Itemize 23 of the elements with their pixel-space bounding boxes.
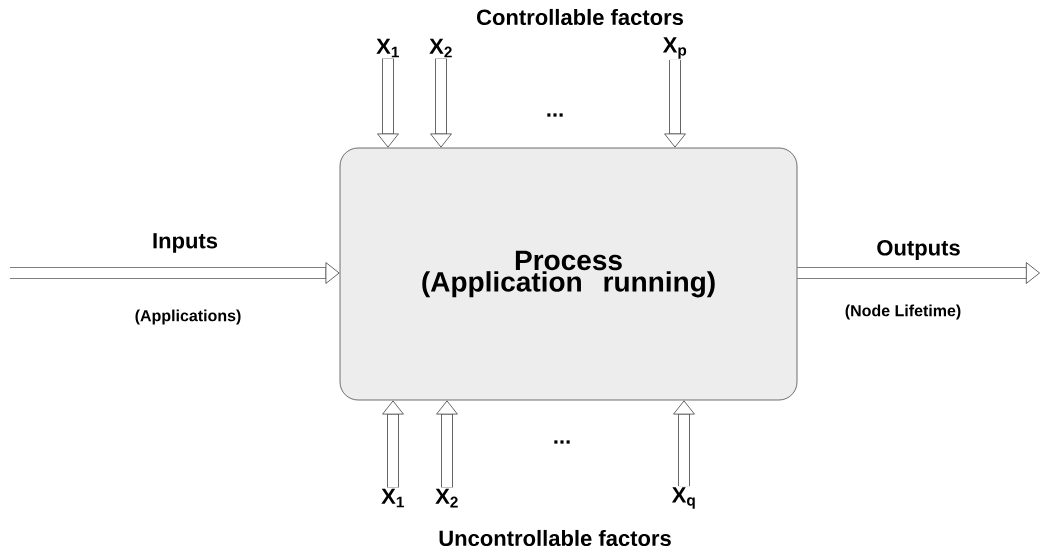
factor-label: X$_{p}$: [662, 37, 687, 59]
note-text: (Applications): [135, 309, 241, 325]
ellipsis-text: ...: [554, 440, 570, 444]
heading-text: Controllable factors: [477, 8, 683, 26]
factor-label: X$_{2}$: [429, 38, 452, 58]
block-arrow: [382, 400, 404, 488]
factor-label: X$_{q}$: [671, 487, 695, 509]
block-arrow: [10, 262, 340, 284]
block-arrow: [377, 58, 399, 148]
edge-label: Inputs: [153, 233, 218, 253]
note-text: (Node Lifetime): [845, 304, 961, 320]
factor-label: X$_{1}$: [376, 38, 399, 58]
block-arrow: [436, 400, 458, 488]
edge-label: Outputs: [877, 240, 960, 260]
ellipsis-text: ...: [547, 113, 563, 117]
factor-label: X$_{2}$: [435, 488, 458, 508]
heading-text: Uncontrollable factors: [439, 529, 671, 547]
block-arrow: [430, 58, 452, 148]
block-arrow: [664, 59, 686, 148]
block-arrow: [673, 400, 695, 487]
block-arrow: [797, 262, 1040, 284]
factor-label: X$_{1}$: [381, 488, 404, 508]
process-box: Process (Application running): [339, 147, 798, 401]
